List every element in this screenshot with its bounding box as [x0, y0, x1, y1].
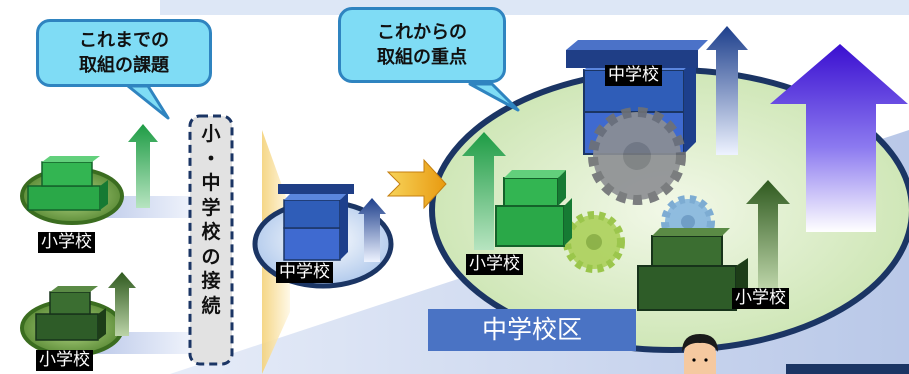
callout-past-issues: これまでの 取組の課題 [36, 19, 212, 87]
connection-char: 接 [201, 270, 221, 292]
connection-char: 校 [201, 221, 221, 243]
person-illustration [682, 334, 718, 374]
callout-mid-tail [468, 82, 520, 112]
connection-char: 中 [201, 172, 221, 194]
junior-high-building-small [278, 184, 354, 261]
connection-char: 小 [201, 123, 221, 145]
connection-label-box [188, 114, 234, 366]
callout-past-issues-line2: 取組の課題 [79, 55, 169, 76]
top-banner-strip [160, 0, 909, 15]
connection-char: 続 [201, 294, 221, 317]
growth-arrow-elementary-top [128, 124, 158, 208]
corner-bar [786, 364, 909, 374]
callout-past-issues-line1: これまでの [79, 30, 169, 51]
district-label: 中学校区 [428, 309, 636, 351]
connection-char: の [201, 245, 221, 268]
connection-char: 学 [201, 196, 221, 219]
label-elementary-top: 小学校 [38, 232, 95, 253]
elementary-building-top [27, 156, 108, 211]
connection-char: ・ [201, 147, 221, 170]
gear-grey-icon [588, 107, 686, 205]
growth-arrow-blue [706, 26, 748, 155]
growth-arrow-large [770, 44, 908, 232]
growth-arrow-blue-small [358, 198, 386, 262]
label-elementary-district-left: 小学校 [466, 254, 523, 275]
growth-arrow-darkgreen [746, 180, 790, 288]
callout-future-focus-line2: 取組の重点 [377, 47, 467, 68]
growth-arrow-elementary-bottom [108, 272, 136, 336]
growth-arrow-green [462, 132, 506, 250]
label-junior-high-large: 中学校 [605, 65, 662, 86]
callout-left-tail [126, 84, 170, 120]
callout-future-focus: これからの 取組の重点 [338, 7, 506, 83]
gear-green-icon [563, 211, 625, 273]
elementary-building-green [495, 170, 572, 247]
elementary-building-bottom [35, 286, 106, 341]
transition-arrow-orange [386, 158, 447, 210]
label-junior-high-small: 中学校 [276, 262, 333, 283]
connection-label: 小 ・ 中 学 校 の 接 続 [193, 122, 229, 362]
label-elementary-district-right: 小学校 [732, 288, 789, 309]
callout-future-focus-line1: これからの [377, 22, 467, 43]
label-elementary-bottom: 小学校 [36, 350, 93, 371]
elementary-building-darkgreen [637, 228, 748, 311]
